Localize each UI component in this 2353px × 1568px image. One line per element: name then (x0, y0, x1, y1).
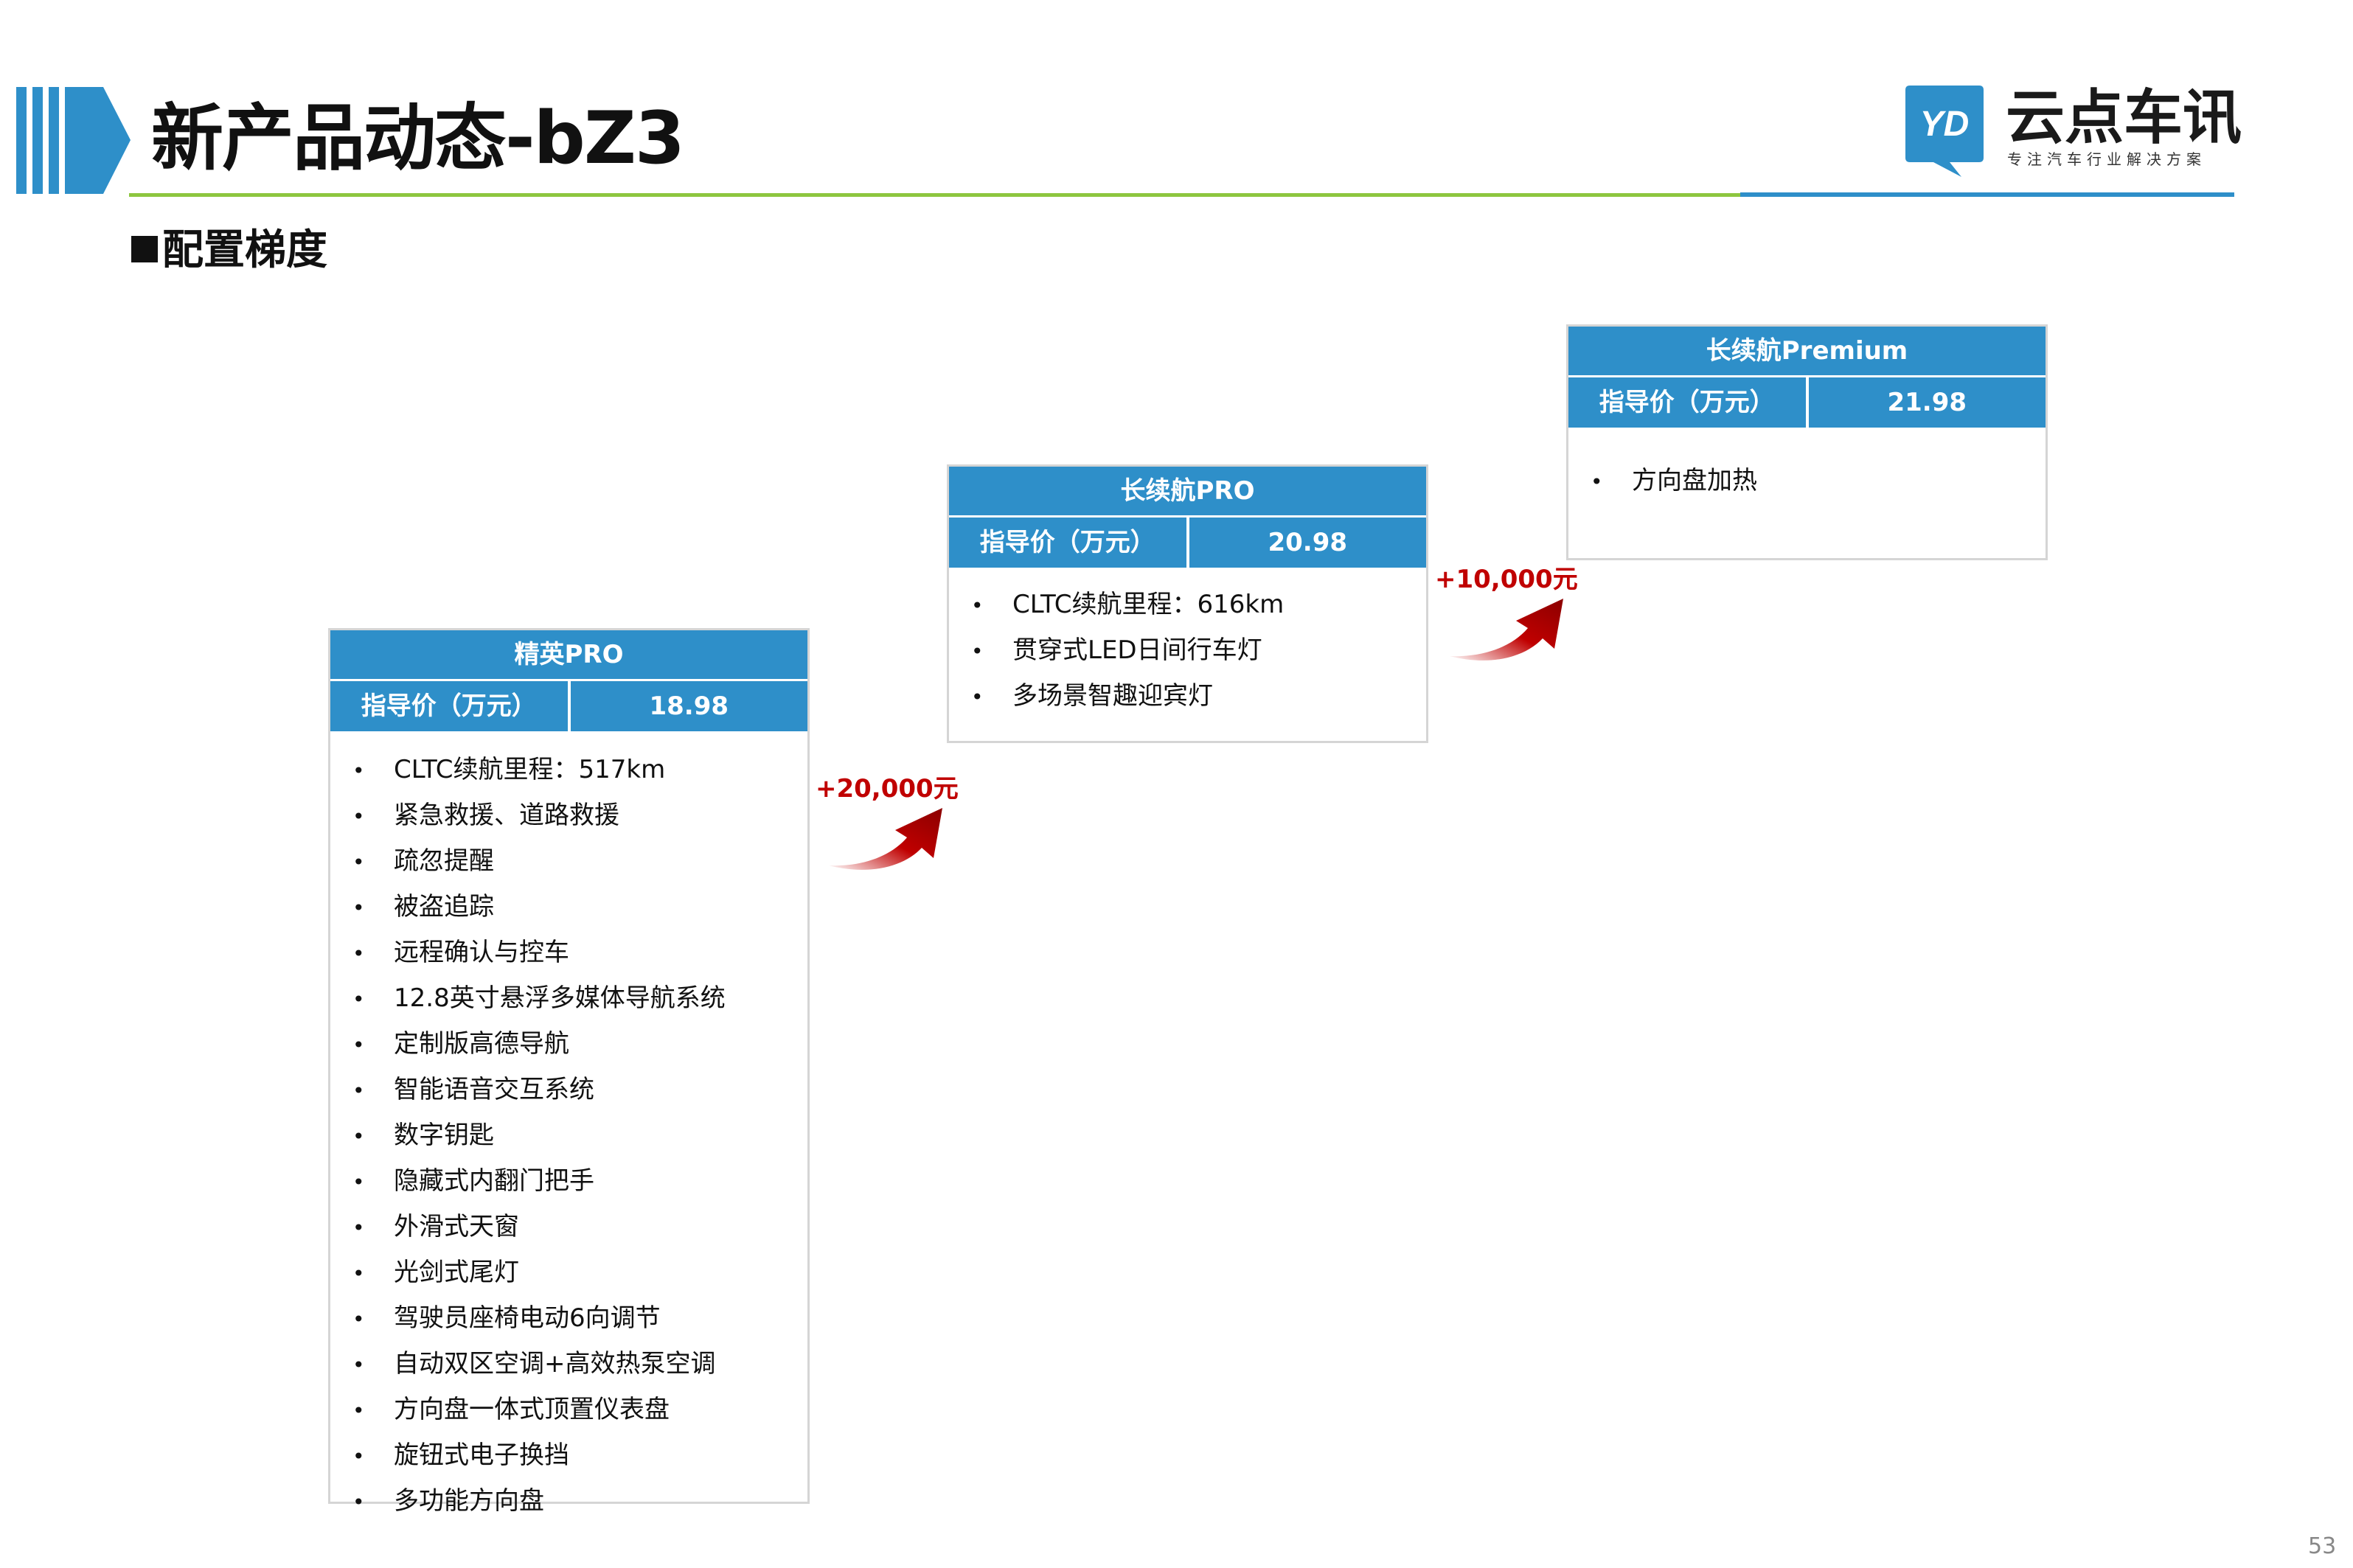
price-label: 指导价（万元） (1568, 377, 1809, 428)
feature-item: 远程确认与控车 (330, 930, 807, 976)
title-bars-icon (16, 87, 131, 194)
curved-arrow-icon (829, 808, 942, 870)
price-row: 指导价（万元） 20.98 (949, 518, 1426, 568)
feature-list: 方向盘加热 (1568, 428, 2046, 504)
feature-item: 旋钮式电子换挡 (330, 1433, 807, 1479)
yd-logo-icon: YD (1905, 86, 1984, 177)
title-underline (129, 193, 1751, 197)
trim-card-long-range-premium: 长续航Premium 指导价（万元） 21.98 方向盘加热 (1566, 324, 2048, 560)
feature-item: 智能语音交互系统 (330, 1067, 807, 1113)
price-delta-label: +10,000元 (1435, 565, 1578, 594)
trim-name: 长续航Premium (1568, 327, 2046, 377)
page-number: 53 (2308, 1533, 2337, 1559)
feature-item: 12.8英寸悬浮多媒体导航系统 (330, 976, 807, 1022)
title-underline-accent (1740, 192, 2234, 197)
price-value: 18.98 (649, 691, 729, 721)
price-label: 指导价（万元） (330, 681, 571, 731)
feature-item: 贯穿式LED日间行车灯 (949, 628, 1426, 674)
price-delta-label: +20,000元 (816, 774, 959, 804)
feature-item: 外滑式天窗 (330, 1205, 807, 1250)
price-row: 指导价（万元） 21.98 (1568, 377, 2046, 428)
feature-item: 多功能方向盘 (330, 1479, 807, 1525)
trim-card-elite-pro: 精英PRO 指导价（万元） 18.98 CLTC续航里程：517km 紧急救援、… (328, 628, 810, 1516)
feature-item: 数字钥匙 (330, 1113, 807, 1159)
feature-item: 多场景智趣迎宾灯 (949, 674, 1426, 719)
feature-item: 隐藏式内翻门把手 (330, 1159, 807, 1205)
section-heading: 配置梯度 (131, 221, 327, 280)
page-title: 新产品动态-bZ3 (151, 97, 685, 181)
feature-item: 被盗追踪 (330, 885, 807, 930)
feature-item: CLTC续航里程：616km (949, 582, 1426, 628)
price-value: 21.98 (1887, 388, 1967, 417)
feature-item: 疏忽提醒 (330, 839, 807, 885)
square-bullet-icon (131, 236, 158, 262)
feature-item: 定制版高德导航 (330, 1022, 807, 1067)
curved-arrow-icon (1450, 599, 1563, 661)
price-value: 20.98 (1268, 528, 1348, 557)
logo-badge-text: YD (1920, 105, 1970, 144)
trim-name: 精英PRO (330, 630, 807, 681)
trim-card-long-range-pro: 长续航PRO 指导价（万元） 20.98 CLTC续航里程：616km 贯穿式L… (947, 464, 1428, 743)
logo-tagline: 专注汽车行业解决方案 (2007, 150, 2206, 168)
feature-item: 方向盘加热 (1568, 459, 2046, 504)
feature-item: 方向盘一体式顶置仪表盘 (330, 1387, 807, 1433)
feature-item: 自动双区空调+高效热泵空调 (330, 1342, 807, 1387)
logo-name: 云点车讯 (2006, 83, 2242, 152)
feature-list: CLTC续航里程：517km 紧急救援、道路救援 疏忽提醒 被盗追踪 远程确认与… (330, 731, 807, 1525)
feature-item: 驾驶员座椅电动6向调节 (330, 1296, 807, 1342)
price-label: 指导价（万元） (949, 518, 1189, 568)
trim-name: 长续航PRO (949, 467, 1426, 518)
section-heading-text: 配置梯度 (162, 226, 327, 274)
feature-item: CLTC续航里程：517km (330, 748, 807, 793)
feature-item: 紧急救援、道路救援 (330, 793, 807, 839)
price-row: 指导价（万元） 18.98 (330, 681, 807, 731)
feature-item: 光剑式尾灯 (330, 1250, 807, 1296)
feature-list: CLTC续航里程：616km 贯穿式LED日间行车灯 多场景智趣迎宾灯 (949, 568, 1426, 719)
